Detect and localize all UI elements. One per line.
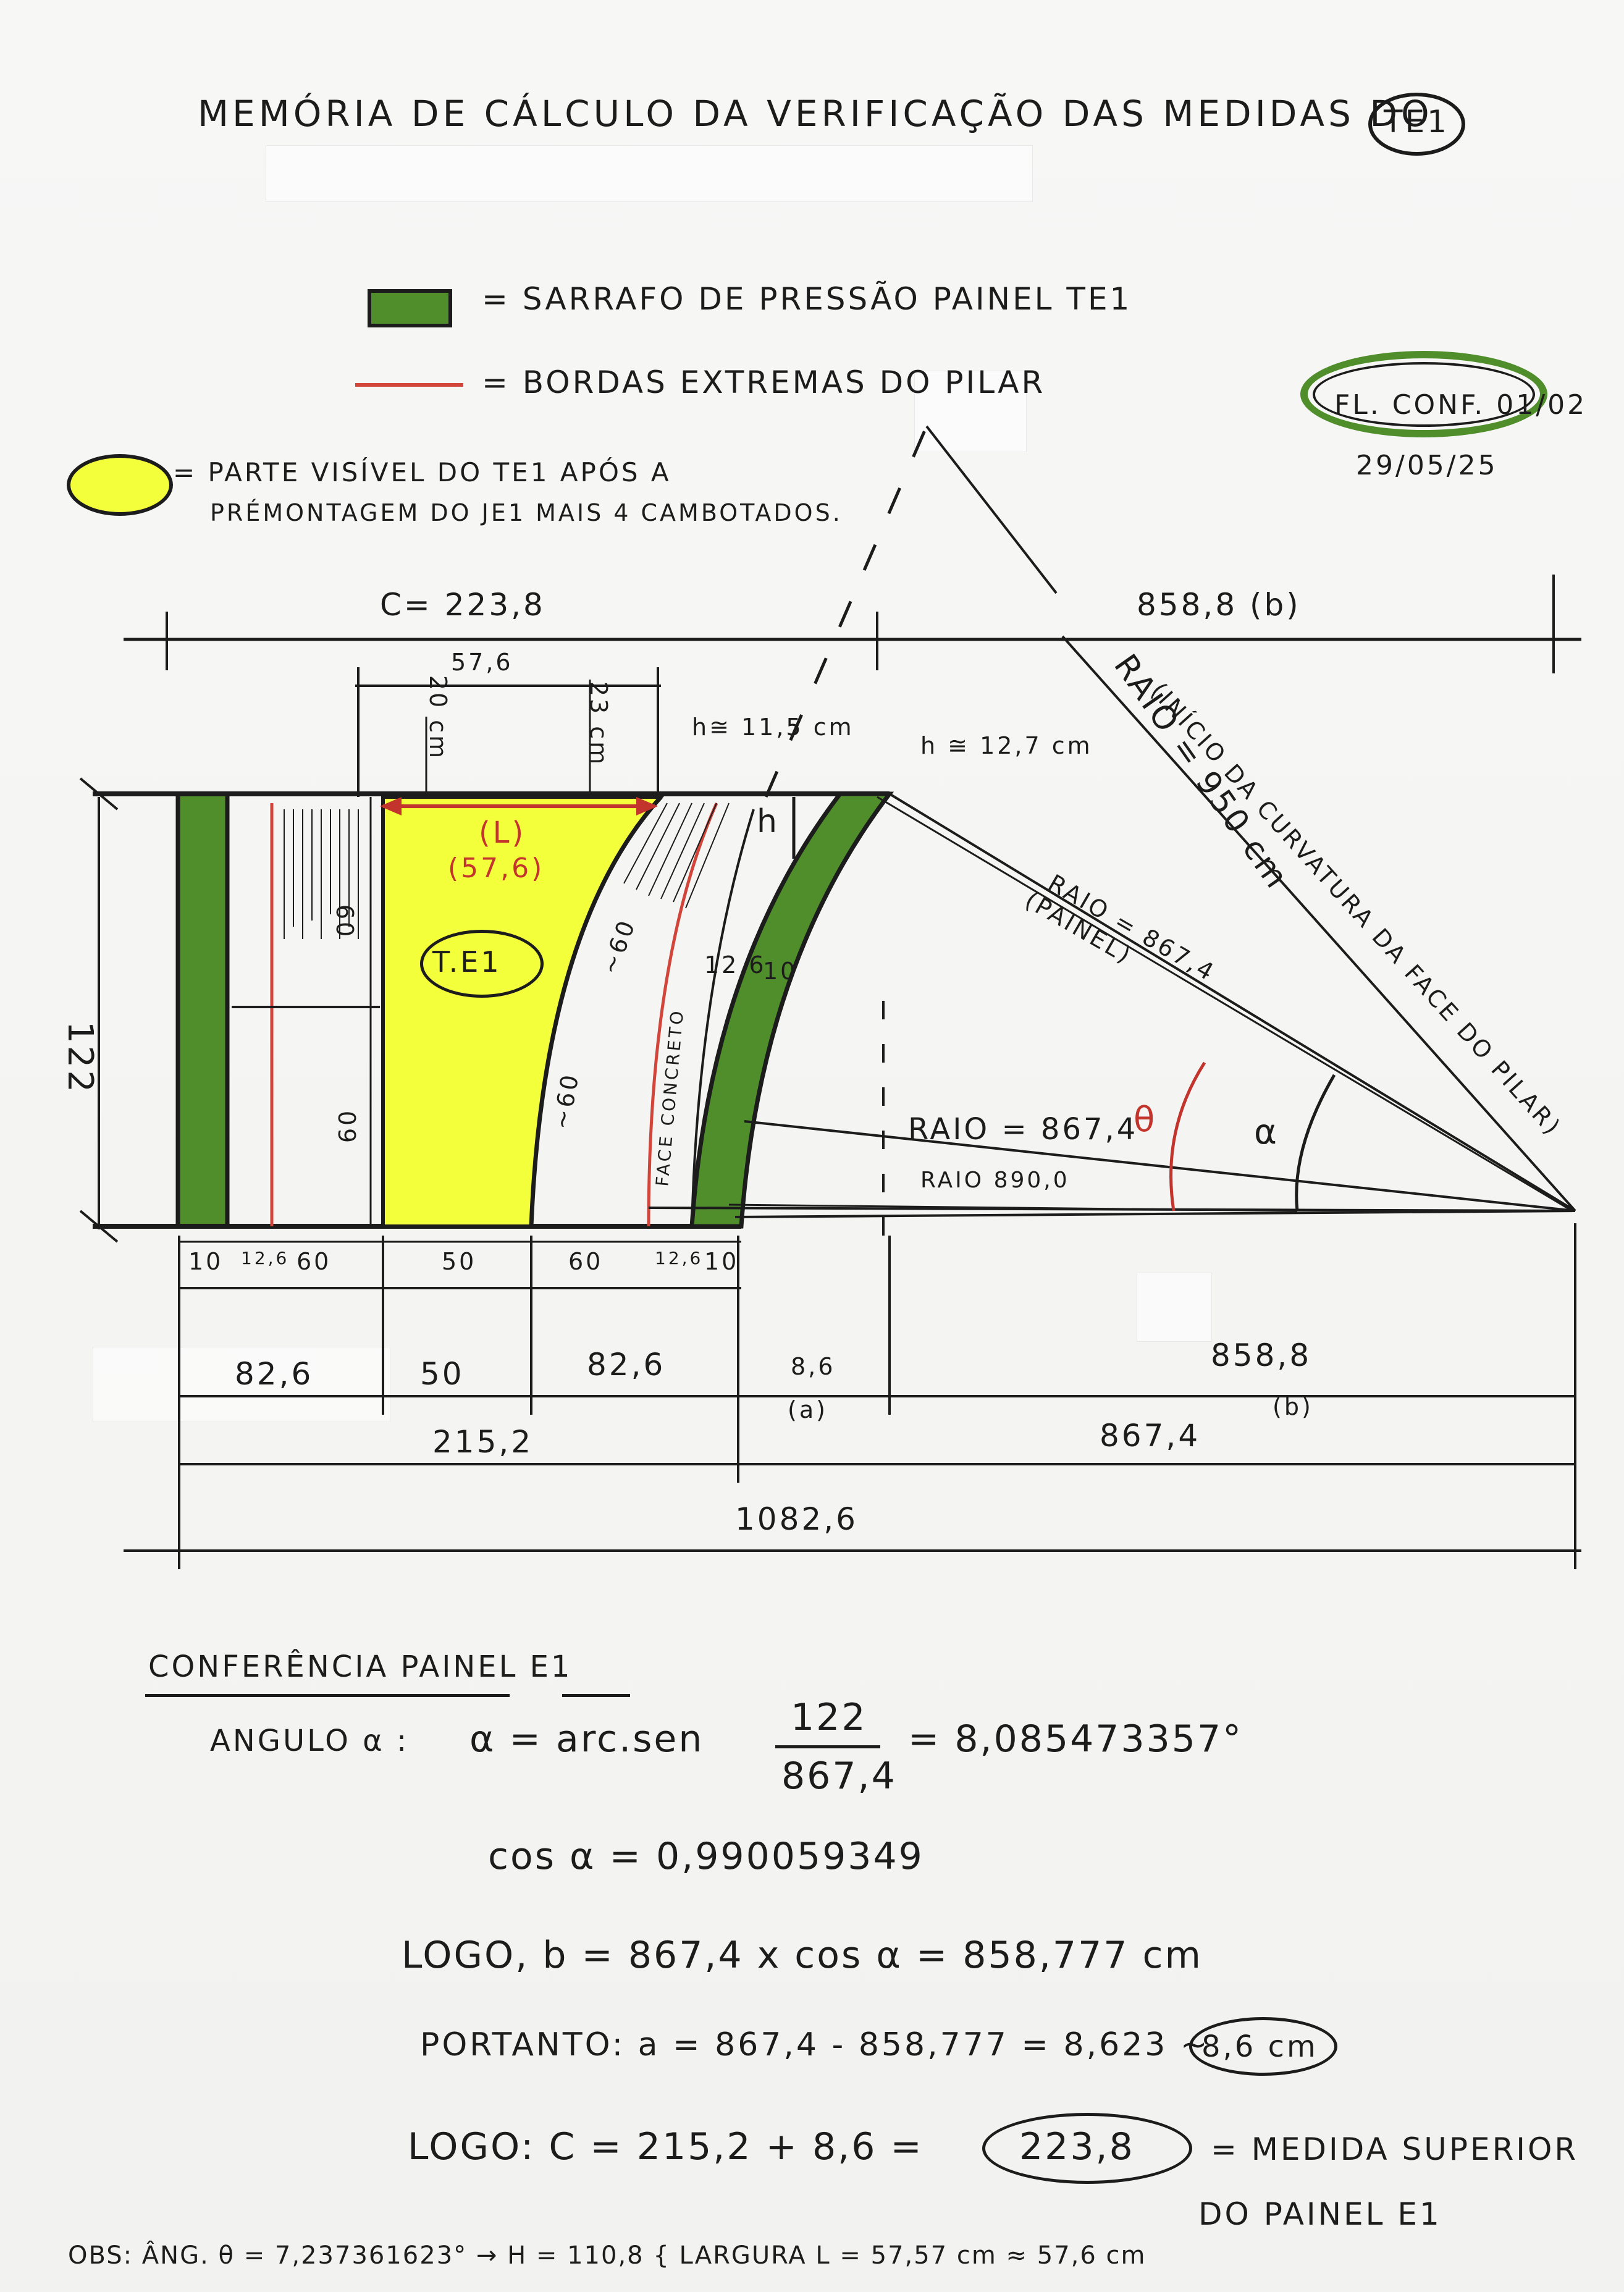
label-alpha: α (1254, 1112, 1279, 1152)
dim-h-12-7: h ≅ 12,7 cm (920, 732, 1093, 759)
calc-line3: LOGO, b = 867,4 x cos α = 858,777 cm (402, 1934, 1203, 1977)
legend-yellow-text-1: = PARTE VISÍVEL DO TE1 APÓS A (173, 457, 671, 487)
dim-60-lower: 60 (334, 1108, 362, 1144)
title-te1: TE1 (1384, 104, 1449, 140)
calc-line1-label: ANGULO α : (210, 1724, 410, 1758)
legend-yellow-swatch (67, 454, 173, 516)
legend-red-text: = BORDAS EXTREMAS DO PILAR (482, 364, 1046, 400)
dim-867-4: 867,4 (1100, 1418, 1201, 1454)
dim-57-6-top: 57,6 (451, 649, 513, 676)
calc-line4-circled: 8,6 cm (1201, 2029, 1318, 2064)
dim-label-b: (b) (1273, 1393, 1313, 1420)
title-circle (1368, 93, 1465, 156)
dim-row2-50: 50 (420, 1356, 465, 1392)
calc-line5-note2: DO PAINEL E1 (1198, 2196, 1442, 2232)
dim-row1-60-left: 60 (297, 1248, 332, 1275)
dim-60-upper: 60 (331, 904, 359, 940)
stamp-date: 29/05/25 (1356, 450, 1498, 481)
dim-row2-8-6: 8,6 (791, 1353, 836, 1380)
tape-strip (266, 145, 1033, 202)
dim-row2-82-6-right: 82,6 (587, 1347, 666, 1383)
calc-line1-result: = 8,085473357° (908, 1717, 1243, 1761)
dim-row2-82-6-left: 82,6 (235, 1356, 314, 1392)
dim-10-curve: 10 (763, 958, 798, 985)
label-L: (L) (479, 815, 526, 850)
dim-row1-12-6-left: 12,6 (241, 1248, 290, 1268)
label-raio-890: RAIO 890,0 (920, 1168, 1070, 1193)
label-raio-867: RAIO = 867,4 (908, 1112, 1138, 1147)
legend-green-swatch (368, 289, 452, 327)
dim-row1-10-left: 10 (188, 1248, 224, 1275)
legend-red-line (355, 383, 463, 387)
stamp-text: FL. CONF. 01/02 (1334, 389, 1588, 421)
calc-heading-underline-e1 (562, 1694, 630, 1697)
tape-strip (1137, 1273, 1212, 1342)
dim-b-top: 858,8 (b) (1137, 587, 1301, 623)
dim-20cm: 20 cm (424, 675, 452, 761)
dim-122-left: 122 (59, 1021, 100, 1095)
dim-row1-10-right: 10 (704, 1248, 739, 1275)
dim-row1-50: 50 (442, 1248, 477, 1275)
calc-line5-note1: = MEDIDA SUPERIOR (1211, 2131, 1579, 2167)
te1-oval (420, 930, 544, 998)
label-L-value: (57,6) (448, 853, 545, 884)
calc-line1-denominator: 867,4 (781, 1755, 897, 1798)
calc-obs: OBS: ÂNG. θ = 7,237361623° → H = 110,8 {… (68, 2241, 1146, 2270)
calc-line2: cos α = 0,990059349 (488, 1835, 924, 1878)
calc-line5-oval (982, 2113, 1192, 2184)
dim-12-6-curve: 12,6 (704, 951, 767, 979)
calc-line1-expr: α = arc.sen (469, 1717, 704, 1761)
dim-h-11-5: h≅ 11,5 cm (692, 714, 854, 741)
calc-line1-numerator: 122 (791, 1696, 867, 1739)
label-theta: θ (1134, 1100, 1158, 1140)
legend-yellow-text-2: PRÉMONTAGEM DO JE1 MAIS 4 CAMBOTADOS. (210, 499, 843, 526)
dim-215-2: 215,2 (432, 1424, 534, 1460)
calc-heading-underline (145, 1694, 510, 1697)
calc-line4: PORTANTO: a = 867,4 - 858,777 = 8,623 ~ (420, 2026, 1210, 2063)
conference-stamp-inner (1313, 362, 1535, 427)
dim-row2-858-8: 858,8 (1211, 1338, 1312, 1373)
legend-green-text: = SARRAFO DE PRESSÃO PAINEL TE1 (482, 281, 1132, 317)
calc-line5-circled: 223,8 (1019, 2125, 1135, 2168)
calc-line4-oval (1189, 2017, 1337, 2076)
calc-fraction-bar (775, 1745, 880, 1748)
label-te1: T.E1 (432, 945, 502, 979)
dim-label-a: (a) (788, 1396, 828, 1423)
calc-line5: LOGO: C = 215,2 + 8,6 = (408, 2125, 923, 2168)
dim-total-1082-6: 1082,6 (735, 1501, 858, 1537)
dim-23cm: 23 cm (585, 681, 613, 767)
tape-strip (914, 371, 1027, 452)
tape-strip (93, 1347, 390, 1422)
dim-row1-60-right: 60 (568, 1248, 604, 1275)
dim-row1-12-6-right: 12,6 (655, 1248, 704, 1268)
label-h: h (757, 803, 780, 840)
calc-heading: CONFERÊNCIA PAINEL E1 (148, 1649, 573, 1684)
page-title: MEMÓRIA DE CÁLCULO DA VERIFICAÇÃO DAS ME… (198, 93, 1433, 135)
dim-c-top: C= 223,8 (380, 587, 545, 623)
